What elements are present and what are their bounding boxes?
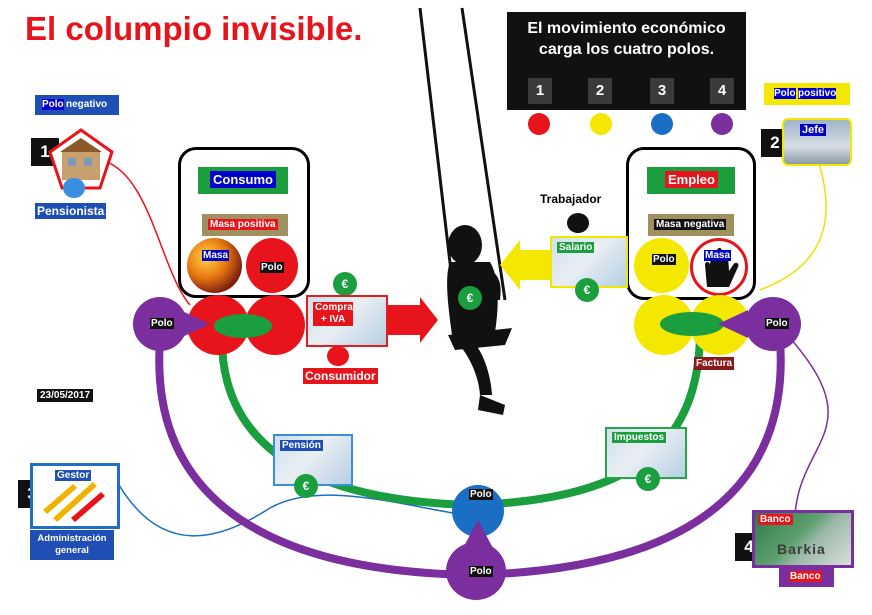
compra-label: Compra + IVA — [313, 302, 353, 326]
left-purple-pole-tip — [180, 310, 210, 338]
swing-rope-right — [460, 7, 507, 301]
agency-logo-icon — [43, 482, 105, 522]
salario-label: Salario — [557, 242, 595, 253]
header-number-3: 3 — [650, 78, 674, 104]
dot-yellow — [590, 113, 612, 135]
empleo-title: Empleo — [665, 171, 718, 188]
hand-stop-icon — [690, 238, 748, 296]
banco-label: Banco — [758, 514, 793, 525]
gestor-label: Gestor — [55, 470, 92, 481]
consumo-polo: Polo — [260, 262, 284, 273]
right-purple-pole-tip — [718, 310, 748, 338]
banco-caption-box: Banco — [779, 567, 834, 587]
legend-negative-text: negativo — [66, 99, 108, 110]
header-number-2: 2 — [588, 78, 612, 104]
pension-label: Pensión — [280, 440, 323, 451]
banco-link — [789, 337, 829, 516]
header-line1: El movimiento económico — [527, 20, 726, 37]
consumo-masa: Masa — [202, 250, 230, 261]
pensionista-face-icon — [63, 178, 85, 198]
banco-sign: Barkia — [777, 541, 826, 557]
consumidor-label: Consumidor — [303, 368, 378, 384]
empleo-subtitle: Masa negativa — [654, 219, 727, 230]
consumo-title: Consumo — [210, 171, 276, 188]
date-label: 23/05/2017 — [37, 389, 94, 402]
page-title: El columpio invisible. — [25, 10, 363, 47]
gestor-logo — [30, 463, 120, 529]
legend-positive: Polo positivo — [764, 83, 850, 105]
consumidor-face-icon — [327, 346, 349, 366]
legend-positive-polo: Polo — [774, 88, 796, 99]
yellow-arrow — [500, 240, 553, 290]
red-arrow — [384, 297, 438, 343]
empleo-masa: Masa — [704, 250, 732, 261]
header-number-4: 4 — [710, 78, 734, 104]
house-icon — [48, 128, 114, 190]
legend-positive-text: positivo — [798, 88, 837, 99]
trabajador-face-icon — [567, 213, 589, 233]
right-green-ellipse — [660, 312, 724, 336]
gestor-link — [114, 477, 466, 537]
swing-rope-left — [418, 7, 457, 306]
empleo-subtitle-box: Masa negativa — [648, 214, 734, 236]
header-number-1: 1 — [528, 78, 552, 104]
header-line2: carga los cuatro polos. — [538, 41, 715, 58]
compra-coin-icon: € — [333, 272, 357, 296]
dot-blue — [651, 113, 673, 135]
child-silhouette — [447, 225, 505, 415]
child-coin-icon: € — [458, 286, 482, 310]
bottom-purple-label: Polo — [469, 566, 493, 577]
empleo-pole-circle — [634, 238, 689, 293]
impuestos-label: Impuestos — [612, 432, 667, 443]
empleo-title-box: Empleo — [647, 167, 735, 194]
gestor-caption-box: Administración general — [30, 530, 114, 560]
factura-label: Factura — [694, 357, 735, 370]
fruit-icon — [187, 238, 242, 293]
banco-caption: Banco — [789, 571, 822, 582]
legend-negative: Polo negativo — [35, 95, 119, 115]
empleo-polo: Polo — [652, 254, 676, 265]
trabajador-label: Trabajador — [540, 192, 602, 206]
left-green-ellipse — [214, 314, 272, 338]
jefe-label: Jefe — [800, 124, 827, 136]
salario-coin-icon: € — [575, 278, 599, 302]
consumo-subtitle: Masa positiva — [208, 219, 278, 230]
legend-negative-polo: Polo — [42, 99, 64, 110]
hand-icon — [705, 248, 739, 287]
pensionista-label: Pensionista — [35, 203, 107, 219]
left-pole-label: Polo — [150, 318, 174, 329]
dot-red — [528, 113, 550, 135]
consumo-subtitle-box: Masa positiva — [202, 214, 288, 236]
dot-purple — [711, 113, 733, 135]
impuestos-coin-icon: € — [636, 467, 660, 491]
right-pole-label: Polo — [765, 318, 789, 329]
consumo-title-box: Consumo — [198, 167, 288, 194]
jefe-link — [759, 159, 827, 291]
pension-coin-icon: € — [294, 474, 318, 498]
gestor-caption: Administración general — [37, 533, 107, 556]
bottom-blue-label: Polo — [469, 489, 493, 500]
